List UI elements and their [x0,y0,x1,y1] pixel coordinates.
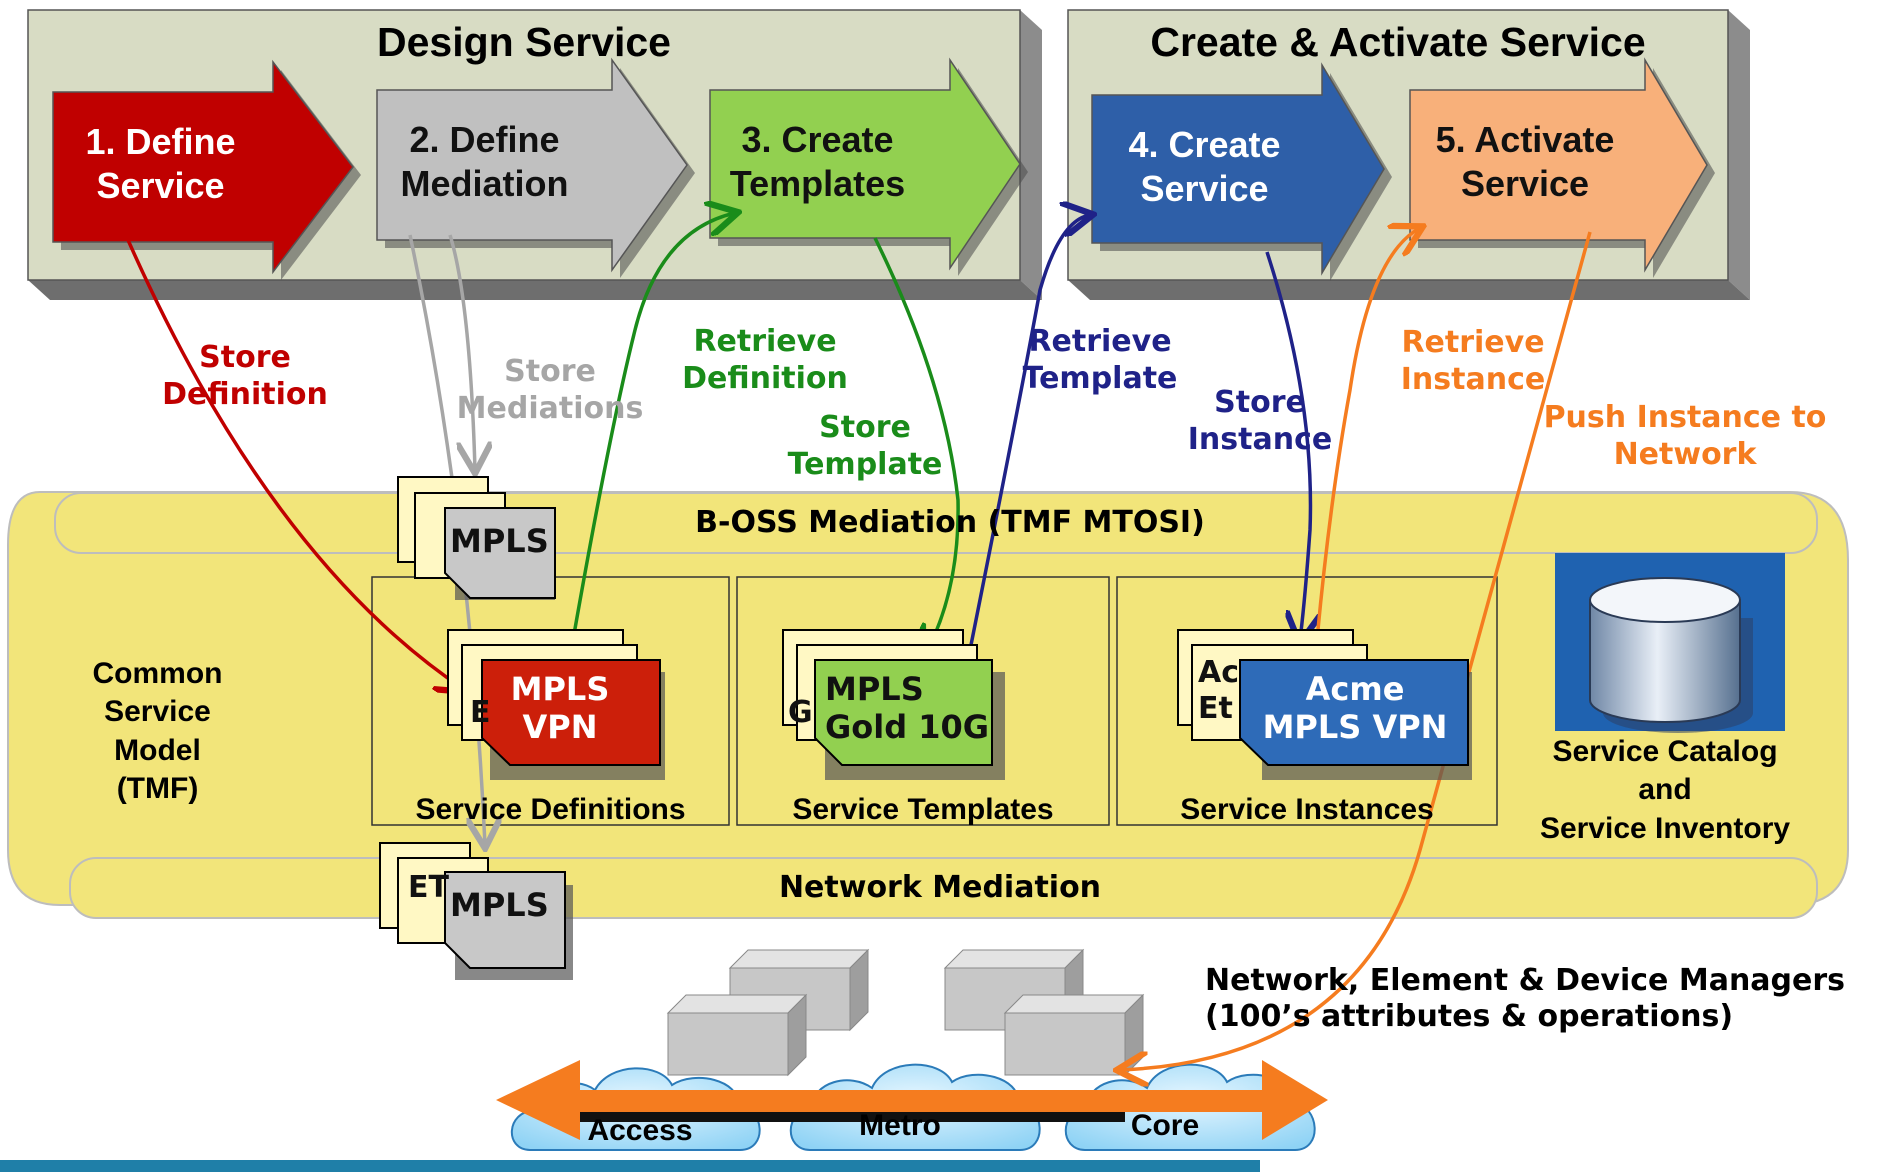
step-5-label: 5. Activate Service [1435,119,1615,204]
mediation-docs-bottom [379,842,573,980]
store-definition-label: Store Definition [162,340,328,412]
store-mediations-label: Store Mediations [456,354,644,426]
mediation-doc-bottom-back-text: ET [408,870,449,905]
step-arrow-shape-5 [1409,57,1708,273]
cloud-label-metro: Metro [859,1109,941,1142]
step-4-label: 4. Create Service [1128,124,1281,209]
service-instances-label: Service Instances [1180,793,1434,826]
definition-doc-text: MPLS VPN [510,670,610,747]
mediation-doc-top-text: MPLS [450,522,549,560]
cloud-label-core: Core [1130,1109,1200,1142]
step-arrows [52,57,1715,281]
step-arrow-shape-2 [376,57,688,273]
template-doc-text: MPLS Gold 10G [825,670,990,747]
network-double-arrow [496,1060,1328,1140]
retrieve-instance-arrow [1315,228,1420,641]
database-icon [1589,577,1753,733]
step-3-label: 3. Create Templates [729,119,906,204]
network-managers-label: Network, Element & Device Managers (100’… [1205,963,1846,1034]
catalog-inventory-label: Service Catalog and Service Inventory [1539,735,1791,845]
b-oss-mediation-label: B-OSS Mediation (TMF MTOSI) [695,505,1205,540]
step-arrow-shape-4 [1091,62,1385,276]
step-1-label: 1. Define Service [85,121,236,206]
cloud-label-access: Access [587,1114,693,1147]
network-mediation-label: Network Mediation [778,870,1102,905]
design-service-title: Design Service [377,19,671,65]
retrieve-template-label: Retrieve Template [1022,324,1178,396]
definition-doc-back-text: E [470,695,491,730]
store-definition-arrow [126,239,465,690]
service-definitions-label: Service Definitions [415,793,686,826]
push-instance-arrow [1120,231,1592,1070]
template-doc-back-text: G [788,695,813,730]
store-instance-label: Store Instance [1187,385,1333,457]
store-mediations-arrow-top [448,234,475,470]
definition-docs [447,629,665,780]
retrieve-instance-label: Retrieve Instance [1400,325,1546,397]
mediation-doc-bottom-text: MPLS [450,886,549,924]
instance-doc-text: Acme MPLS VPN [1262,670,1448,747]
create-activate-service-title: Create & Activate Service [1150,19,1646,65]
step-2-label: 2. Define Mediation [400,119,569,204]
mediation-docs-top [397,476,556,600]
instance-docs [1177,629,1472,780]
template-docs [782,629,1005,780]
store-instance-arrow [1265,251,1310,640]
common-service-model-label: Common Service Model (TMF) [92,657,223,806]
push-instance-label: Push Instance to Network [1543,400,1827,472]
instance-doc-back-text: Ac Et [1198,655,1240,726]
retrieve-template-arrow [966,215,1090,661]
step-arrow-shape-3 [709,57,1021,271]
step-arrow-shape-1 [52,59,354,275]
retrieve-definition-arrow [571,213,735,641]
bottom-strip [0,1160,1260,1172]
store-template-arrow [873,237,960,655]
store-template-label: Store Template [787,410,943,482]
service-templates-label: Service Templates [792,793,1054,826]
retrieve-definition-label: Retrieve Definition [682,324,848,396]
network-device-boxes [666,948,1145,1077]
